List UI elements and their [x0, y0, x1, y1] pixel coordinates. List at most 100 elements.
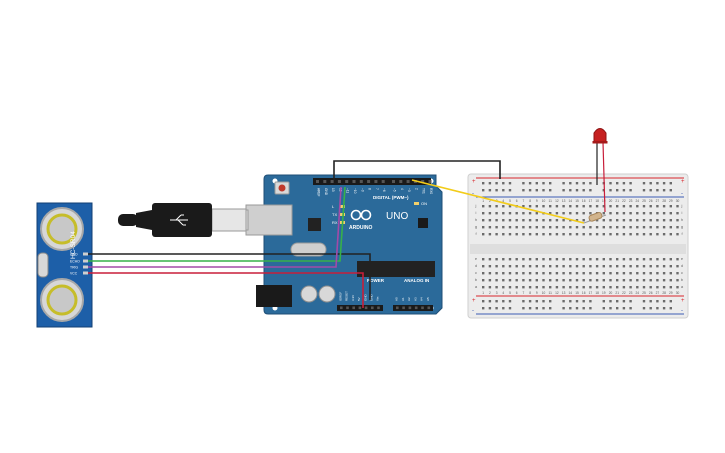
terminal-hole[interactable]	[495, 279, 498, 282]
terminal-hole[interactable]	[488, 279, 492, 282]
terminal-hole[interactable]	[488, 265, 492, 268]
terminal-hole[interactable]	[555, 226, 559, 229]
terminal-hole[interactable]	[609, 226, 612, 229]
terminal-hole[interactable]	[616, 219, 619, 222]
terminal-hole[interactable]	[589, 272, 592, 275]
terminal-hole[interactable]	[676, 286, 679, 289]
terminal-hole[interactable]	[609, 233, 612, 236]
terminal-hole[interactable]	[555, 286, 559, 289]
terminal-hole[interactable]	[502, 233, 505, 236]
rail-hole[interactable]	[535, 189, 538, 192]
terminal-hole[interactable]	[642, 272, 646, 275]
terminal-hole[interactable]	[669, 219, 672, 222]
terminal-hole[interactable]	[595, 219, 599, 222]
header-pin[interactable]	[359, 180, 363, 183]
terminal-hole[interactable]	[582, 205, 585, 208]
terminal-hole[interactable]	[549, 286, 552, 289]
terminal-hole[interactable]	[569, 212, 572, 215]
rail-hole[interactable]	[609, 300, 612, 303]
rail-hole[interactable]	[622, 189, 626, 192]
terminal-hole[interactable]	[622, 279, 626, 282]
rail-hole[interactable]	[649, 307, 652, 310]
terminal-hole[interactable]	[528, 279, 532, 282]
terminal-hole[interactable]	[649, 258, 652, 261]
header-pin[interactable]	[316, 180, 319, 183]
terminal-hole[interactable]	[495, 286, 498, 289]
wire-trig-purple[interactable]	[88, 186, 342, 268]
terminal-hole[interactable]	[555, 272, 559, 275]
terminal-hole[interactable]	[528, 212, 532, 215]
terminal-hole[interactable]	[649, 279, 652, 282]
terminal-hole[interactable]	[535, 219, 538, 222]
rail-hole[interactable]	[656, 182, 659, 185]
terminal-hole[interactable]	[575, 272, 579, 275]
rail-hole[interactable]	[495, 182, 498, 185]
terminal-hole[interactable]	[562, 226, 565, 229]
red-led[interactable]	[592, 128, 608, 213]
terminal-hole[interactable]	[562, 265, 565, 268]
rail-hole[interactable]	[575, 307, 579, 310]
terminal-hole[interactable]	[595, 272, 599, 275]
terminal-hole[interactable]	[535, 286, 538, 289]
terminal-hole[interactable]	[602, 272, 605, 275]
rail-hole[interactable]	[528, 189, 532, 192]
terminal-hole[interactable]	[676, 212, 679, 215]
rail-hole[interactable]	[629, 182, 632, 185]
terminal-hole[interactable]	[488, 205, 492, 208]
rail-hole[interactable]	[609, 307, 612, 310]
terminal-hole[interactable]	[649, 272, 652, 275]
terminal-hole[interactable]	[662, 265, 666, 268]
rail-hole[interactable]	[616, 189, 619, 192]
terminal-hole[interactable]	[515, 286, 518, 289]
terminal-hole[interactable]	[629, 219, 632, 222]
rail-hole[interactable]	[495, 189, 498, 192]
terminal-hole[interactable]	[555, 205, 559, 208]
rail-hole[interactable]	[656, 189, 659, 192]
terminal-hole[interactable]	[662, 226, 666, 229]
terminal-hole[interactable]	[502, 279, 505, 282]
terminal-hole[interactable]	[488, 212, 492, 215]
terminal-hole[interactable]	[542, 233, 545, 236]
terminal-hole[interactable]	[522, 212, 525, 215]
terminal-hole[interactable]	[649, 205, 652, 208]
terminal-hole[interactable]	[528, 258, 532, 261]
rail-hole[interactable]	[562, 307, 565, 310]
rail-hole[interactable]	[549, 182, 552, 185]
terminal-hole[interactable]	[502, 226, 505, 229]
rail-hole[interactable]	[609, 182, 612, 185]
terminal-hole[interactable]	[616, 286, 619, 289]
terminal-hole[interactable]	[602, 233, 605, 236]
terminal-hole[interactable]	[502, 286, 505, 289]
terminal-hole[interactable]	[562, 219, 565, 222]
terminal-hole[interactable]	[515, 265, 518, 268]
terminal-hole[interactable]	[542, 272, 545, 275]
terminal-hole[interactable]	[649, 233, 652, 236]
terminal-hole[interactable]	[569, 258, 572, 261]
header-pin[interactable]	[337, 180, 341, 183]
terminal-hole[interactable]	[508, 219, 512, 222]
header-pin[interactable]	[406, 180, 410, 183]
terminal-hole[interactable]	[555, 258, 559, 261]
terminal-hole[interactable]	[582, 226, 585, 229]
rail-hole[interactable]	[589, 300, 592, 303]
rail-hole[interactable]	[482, 189, 485, 192]
terminal-hole[interactable]	[482, 258, 485, 261]
sensor-pin[interactable]	[83, 259, 88, 263]
terminal-hole[interactable]	[589, 205, 592, 208]
terminal-hole[interactable]	[575, 265, 579, 268]
terminal-hole[interactable]	[555, 212, 559, 215]
terminal-hole[interactable]	[575, 226, 579, 229]
rail-hole[interactable]	[669, 300, 672, 303]
resistor[interactable]	[583, 211, 607, 224]
analog-header-pin[interactable]	[414, 306, 418, 310]
rail-hole[interactable]	[528, 307, 532, 310]
terminal-hole[interactable]	[555, 233, 559, 236]
rail-hole[interactable]	[602, 300, 605, 303]
terminal-hole[interactable]	[495, 265, 498, 268]
terminal-hole[interactable]	[549, 219, 552, 222]
terminal-hole[interactable]	[595, 286, 599, 289]
terminal-hole[interactable]	[508, 272, 512, 275]
terminal-hole[interactable]	[522, 286, 525, 289]
terminal-hole[interactable]	[669, 258, 672, 261]
terminal-hole[interactable]	[616, 205, 619, 208]
